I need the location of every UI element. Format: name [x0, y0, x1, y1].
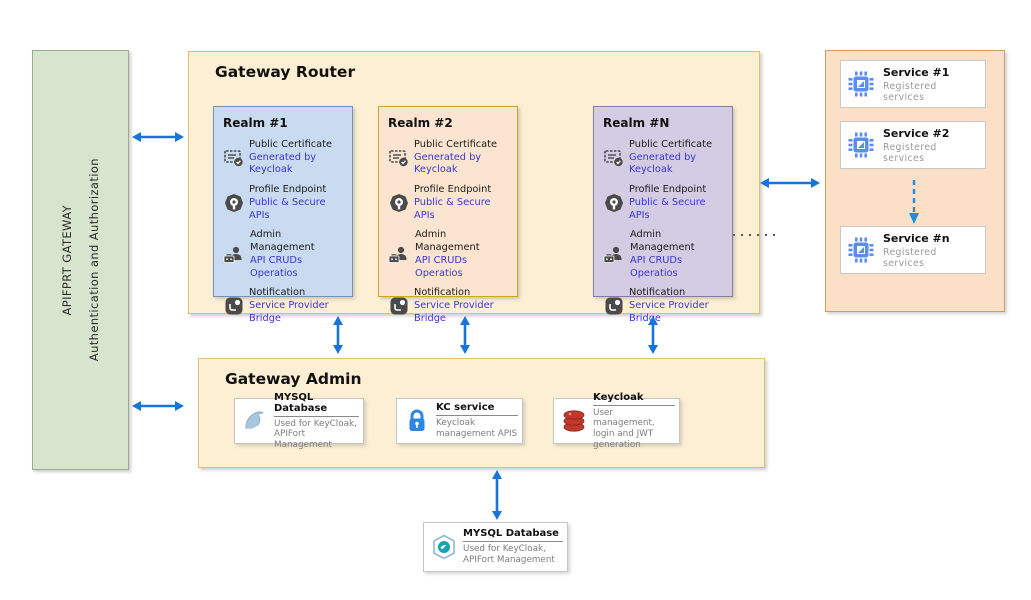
realm-item-name: Profile Endpoint: [249, 184, 327, 196]
dotted-line-icon: [709, 234, 779, 236]
mysql-dolphin-icon: [241, 408, 269, 434]
keycloak-card: Keycloak User management, login and JWT …: [553, 392, 680, 450]
admin-users-icon: [603, 245, 625, 265]
mysql-hexagon-icon: [430, 534, 458, 560]
card-title: Keycloak: [593, 392, 675, 406]
realm-item-desc: Public & Secure APIs: [249, 196, 326, 221]
apifort-gateway-panel: APIFPRT GATEWAY Authentication and Autho…: [32, 50, 129, 470]
certificate-icon: [223, 149, 244, 167]
dashed-down-arrow-icon: [907, 178, 921, 224]
card-subtitle: User management, login and JWT generatio…: [593, 407, 655, 450]
realm-item-name: Notification: [629, 287, 686, 299]
realm-item-desc: API CRUDs Operatios: [630, 254, 683, 279]
service-subtitle: Registered services: [883, 141, 937, 164]
realm-item-desc: Service Provider Bridge: [629, 300, 709, 324]
gateway-panel-subtitle: Authentication and Authorization: [87, 158, 101, 362]
realm-item-name: Notification: [249, 287, 306, 299]
realm-item-name: Public Certificate: [629, 139, 712, 150]
gateway-admin-box: Gateway Admin MYSQL Database Used for Ke…: [198, 358, 765, 468]
realm-item-name: Profile Endpoint: [414, 184, 492, 196]
chip-icon: [847, 236, 875, 264]
chip-icon: [847, 70, 875, 98]
gateway-router-title: Gateway Router: [215, 63, 356, 81]
mysql-database-card: MYSQL Database Used for KeyCloak, APIFor…: [234, 392, 364, 450]
gateway-router-box: Gateway Router Realm #1 Public Certifica…: [188, 51, 779, 324]
endpoint-icon: [388, 193, 409, 213]
realm-item-name: Notification: [414, 287, 471, 299]
service-title: Service #2: [883, 126, 950, 140]
notification-icon: [388, 296, 409, 316]
service-subtitle: Registered services: [883, 246, 937, 269]
card-subtitle: Keycloak management APIS: [436, 418, 518, 439]
registered-services-panel: Service #1 Registered services Service #…: [825, 50, 1005, 312]
card-subtitle: Used for KeyCloak, APIFort Management: [463, 544, 555, 565]
card-subtitle: Used for KeyCloak, APIFort Management: [274, 418, 357, 450]
realm-title: Realm #2: [388, 116, 453, 130]
service-subtitle: Registered services: [883, 80, 937, 103]
realm-item-desc: Public & Secure APIs: [629, 196, 706, 221]
realm-item-desc: API CRUDs Operatios: [415, 254, 468, 279]
bidirectional-arrow-icon: [458, 316, 472, 354]
realm-title: Realm #N: [603, 116, 670, 130]
service-title: Service #n: [883, 231, 950, 245]
realm-item-desc: Generated by Keycloak: [249, 151, 317, 176]
admin-users-icon: [223, 245, 245, 265]
realm-item-desc: API CRUDs Operatios: [250, 254, 303, 279]
card-title: MYSQL Database: [463, 528, 563, 543]
realm-item-name: Public Certificate: [249, 139, 332, 150]
bidirectional-arrow-icon: [760, 176, 820, 190]
realm-item-name: Public Certificate: [414, 139, 497, 150]
chip-icon: [847, 131, 875, 159]
realm-title: Realm #1: [223, 116, 288, 130]
service-card: Service #1 Registered services: [840, 60, 991, 113]
card-title: MYSQL Database: [274, 392, 359, 417]
kc-service-card: KC service Keycloak management APIS: [396, 398, 523, 444]
realm-item-desc: Generated by Keycloak: [629, 151, 697, 176]
realm-item-desc: Service Provider Bridge: [414, 300, 494, 324]
bidirectional-arrow-icon: [331, 316, 345, 354]
realm-item-name: Admin Management: [630, 229, 695, 254]
service-title: Service #1: [883, 65, 950, 79]
lock-icon: [403, 408, 431, 434]
bidirectional-arrow-icon: [646, 316, 660, 354]
realm-item-name: Profile Endpoint: [629, 184, 707, 196]
realm-item-desc: Public & Secure APIs: [414, 196, 491, 221]
realm-item-desc: Service Provider Bridge: [249, 300, 329, 324]
external-mysql-database-card: MYSQL Database Used for KeyCloak, APIFor…: [423, 522, 568, 572]
certificate-icon: [388, 149, 409, 167]
gateway-panel-title: APIFPRT GATEWAY: [60, 204, 74, 316]
notification-icon: [603, 296, 624, 316]
keycloak-layers-icon: [560, 409, 588, 433]
realm-item-name: Admin Management: [250, 229, 315, 254]
endpoint-icon: [223, 193, 244, 213]
notification-icon: [223, 296, 244, 316]
service-card: Service #2 Registered services: [840, 121, 991, 174]
endpoint-icon: [603, 193, 624, 213]
gateway-admin-title: Gateway Admin: [225, 370, 362, 388]
realm-item-desc: Generated by Keycloak: [414, 151, 482, 176]
realm-item-name: Admin Management: [415, 229, 480, 254]
bidirectional-arrow-icon: [132, 399, 184, 413]
card-title: KC service: [436, 402, 518, 417]
certificate-icon: [603, 149, 624, 167]
bidirectional-arrow-icon: [490, 470, 504, 520]
admin-users-icon: [388, 245, 410, 265]
bidirectional-arrow-icon: [132, 130, 184, 144]
service-card: Service #n Registered services: [840, 226, 991, 279]
